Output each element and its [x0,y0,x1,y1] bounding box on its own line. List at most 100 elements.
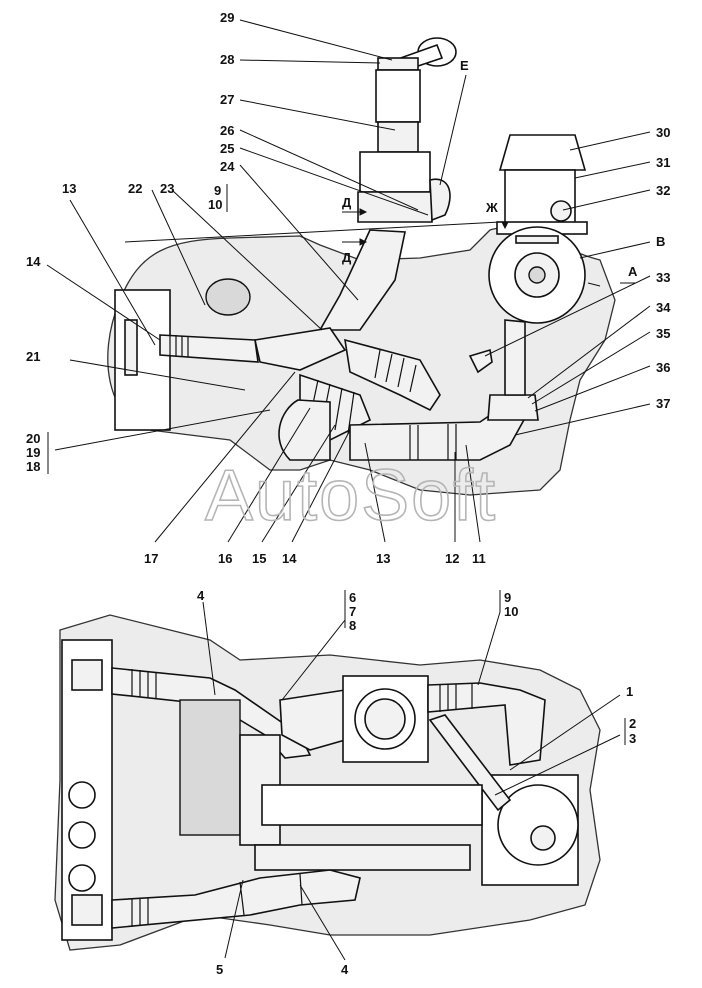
callout-22: 22 [128,181,142,196]
callout-d-lower: Д [342,250,352,265]
callout-24: 24 [220,159,235,174]
air-cleaner-bowl [497,784,579,866]
callout-19: 19 [26,445,40,460]
callout-6: 6 [349,590,356,605]
callout-5: 5 [216,962,223,977]
radiator-port-3 [68,864,96,892]
callout-14-bottom: 14 [282,551,297,566]
callout-4-lower: 4 [341,962,349,977]
intake-pipe-ribs [409,424,457,460]
callout-2: 2 [629,716,636,731]
engine-flywheel-housing [179,699,241,836]
exhaust-bar [254,844,471,871]
hose-22-ribs [169,335,189,357]
engine-crankcase [261,784,483,826]
callout-13-upper: 13 [62,181,76,196]
callout-27: 27 [220,92,234,107]
leader-lines-bottom [202,590,626,961]
drain-hose-1 [428,714,512,812]
oil-bath-base [357,191,433,223]
radiator-mount-top [71,659,103,691]
callout-14-left: 14 [26,254,41,269]
callout-34: 34 [656,300,671,315]
callout-37: 37 [656,396,670,411]
callout-15: 15 [252,551,266,566]
callout-32: 32 [656,183,670,198]
callout-12: 12 [445,551,459,566]
top-view: 29 28 27 26 25 24 9 10 22 23 13 14 21 20… [26,10,671,566]
bottom-view: 4 6 7 8 9 10 1 2 3 5 4 [54,588,636,977]
corrugated-hose-upper-ribs [374,349,417,393]
precleaner-clamp [377,121,419,153]
callout-35: 35 [656,326,670,341]
oil-bath-housing [359,151,431,193]
precleaner-body [375,69,421,123]
engine-mount-boss [205,278,251,316]
upper-hose-ribs [131,669,157,699]
filter-label-plate [515,235,559,244]
callout-29: 29 [220,10,234,25]
central-duct [279,689,346,751]
hose-35-36 [487,394,539,421]
pipe-e [429,178,451,222]
filter-outlet-pipe [504,319,526,396]
callout-20: 20 [26,431,40,446]
outlet-pipe-ribs [439,684,473,712]
callout-3: 3 [629,731,636,746]
watermark: AutoSoft [205,456,497,536]
callout-23: 23 [160,181,174,196]
lower-hose-pipe [111,869,361,929]
callout-28: 28 [220,52,234,67]
air-cleaner-outlet [530,825,556,851]
callout-7: 7 [349,604,356,619]
section-marks [226,184,635,284]
lower-elbow [278,399,331,461]
callout-10-top: 10 [208,197,222,212]
callout-4-upper: 4 [197,588,205,603]
callout-36: 36 [656,360,670,375]
filter-clamp [550,200,572,222]
callout-1: 1 [626,684,633,699]
side-panel [114,289,171,431]
callout-13-bottom: 13 [376,551,390,566]
callout-30: 30 [656,125,670,140]
radiator-port-1 [68,781,96,809]
upper-hose-pipe [111,667,312,759]
leader-lines-top [46,19,651,543]
air-filter-assembly [468,134,588,396]
callout-e: Е [460,58,469,73]
callout-33: 33 [656,270,670,285]
air-duct-main [318,229,406,331]
callout-21: 21 [26,349,40,364]
callout-17: 17 [144,551,158,566]
callout-16: 16 [218,551,232,566]
hose-flange [124,319,138,376]
flange-inner [364,698,406,740]
precleaner-assembly [357,37,457,223]
elbow-pipe-left [254,327,347,371]
outlet-pipe-right [427,682,546,766]
filter-cap [498,134,587,171]
callout-18: 18 [26,459,40,474]
callout-31: 31 [656,155,670,170]
corrugated-hose-upper [344,338,441,412]
filter-center [528,266,546,284]
callout-10-bottom: 10 [504,604,518,619]
callout-8: 8 [349,618,356,633]
callout-9-bottom: 9 [504,590,511,605]
callout-b: В [656,234,665,249]
radiator-port-2 [68,821,96,849]
lower-hose-ribs [131,873,303,927]
hose-22 [159,334,259,363]
intake-pipe-lower [349,394,537,461]
callout-d-upper: Д [342,195,352,210]
callout-a: А [628,264,638,279]
callout-26: 26 [220,123,234,138]
precleaner-lid [377,57,419,71]
callout-25: 25 [220,141,234,156]
callout-9-top: 9 [214,183,221,198]
callout-zh: Ж [485,200,498,215]
callout-11: 11 [472,551,486,566]
radiator-mount-bottom [71,894,103,926]
